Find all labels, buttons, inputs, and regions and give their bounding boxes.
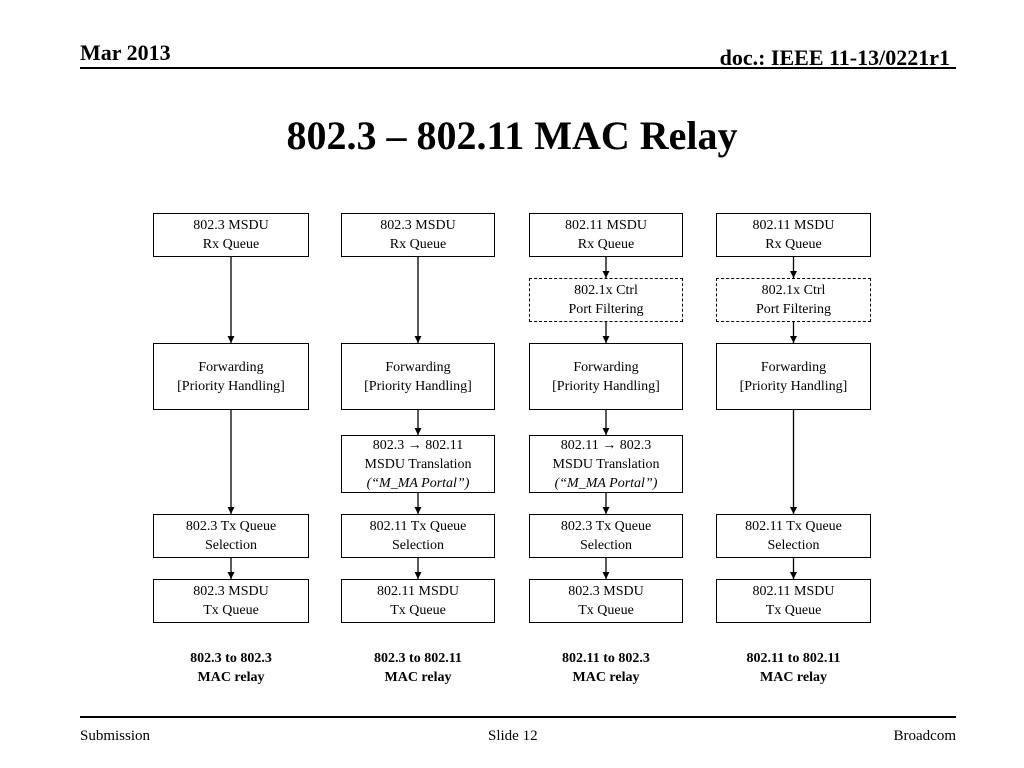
col4-forwarding-line2: [Priority Handling] (739, 378, 848, 394)
col2-tx-selection-line2: Selection (391, 538, 445, 553)
col3-translation-line2: MSDU Translation (552, 456, 660, 472)
col3-port-filter-line1: 802.1x Ctrl (574, 283, 638, 298)
col2-tx-line2: Tx Queue (390, 603, 446, 618)
col1-caption-line1: 802.3 to 802.3 (190, 651, 272, 666)
col3-forwarding-line2: [Priority Handling] (552, 378, 660, 394)
col1-tx-line1: 802.3 MSDU (193, 584, 269, 599)
col4-caption-line2: MAC relay (760, 670, 827, 685)
col4-tx-selection-box: 802.11 Tx Queue Selection (716, 514, 871, 558)
col4-port-filter-line1: 802.1x Ctrl (761, 283, 826, 298)
col4-caption: 802.11 to 802.11 MAC relay (716, 649, 871, 687)
col3-forwarding-line1: Forwarding (573, 359, 639, 375)
col2-forwarding-line2: [Priority Handling] (364, 378, 472, 394)
col1-tx-selection-box: 802.3 Tx Queue Selection (153, 514, 309, 558)
footer-company: Broadcom (893, 728, 956, 744)
col3-tx-selection-line1: 802.3 Tx Queue (560, 519, 652, 534)
col1-forwarding-box: Forwarding [Priority Handling] (153, 343, 309, 410)
footer-divider (80, 716, 956, 718)
col2-tx-queue-box: 802.11 MSDU Tx Queue (341, 579, 495, 623)
col1-rx-line2: Rx Queue (202, 237, 260, 252)
col2-translation-line3: (“M_MA Portal”) (366, 475, 470, 491)
col4-rx-line2: Rx Queue (765, 237, 822, 252)
col4-forwarding-line1: Forwarding (760, 359, 827, 375)
col2-translation-line2: MSDU Translation (364, 456, 472, 472)
col2-tx-selection-line1: 802.11 Tx Queue (369, 519, 467, 534)
col3-rx-line2: Rx Queue (577, 237, 635, 252)
col3-port-filter-line2: Port Filtering (568, 302, 644, 317)
col1-forwarding-line1: Forwarding (198, 359, 264, 375)
col3-caption-line2: MAC relay (572, 670, 640, 685)
col1-tx-selection-line2: Selection (204, 538, 258, 553)
slide-title: 802.3 – 802.11 MAC Relay (286, 113, 738, 158)
col3-port-filter-box: 802.1x Ctrl Port Filtering (529, 278, 683, 322)
header-date: Mar 2013 (80, 40, 171, 65)
col2-translation-line1: 802.3 → 802.11 (372, 437, 464, 453)
col3-rx-queue-box: 802.11 MSDU Rx Queue (529, 213, 683, 257)
col3-forwarding-box: Forwarding [Priority Handling] (529, 343, 683, 410)
col1-tx-line2: Tx Queue (203, 603, 259, 618)
col4-rx-queue-box: 802.11 MSDU Rx Queue (716, 213, 871, 257)
col2-rx-line2: Rx Queue (389, 237, 447, 252)
col2-tx-selection-box: 802.11 Tx Queue Selection (341, 514, 495, 558)
col1-rx-line1: 802.3 MSDU (193, 218, 269, 233)
col2-rx-line1: 802.3 MSDU (380, 218, 456, 233)
col4-port-filter-box: 802.1x Ctrl Port Filtering (716, 278, 871, 322)
col2-caption: 802.3 to 802.11 MAC relay (341, 649, 495, 687)
col4-forwarding-box: Forwarding [Priority Handling] (716, 343, 871, 410)
col4-tx-selection-line2: Selection (767, 538, 820, 553)
col4-rx-line1: 802.11 MSDU (752, 218, 835, 233)
col2-tx-line1: 802.11 MSDU (377, 584, 459, 599)
col2-caption-line1: 802.3 to 802.11 (374, 651, 462, 666)
header-doc-id: doc.: IEEE 11-13/0221r1 (719, 45, 950, 70)
col2-forwarding-line1: Forwarding (385, 359, 451, 375)
col2-forwarding-box: Forwarding [Priority Handling] (341, 343, 495, 410)
footer-slide-number: Slide 12 (488, 728, 538, 744)
col4-port-filter-line2: Port Filtering (755, 302, 832, 317)
col1-forwarding-line2: [Priority Handling] (177, 378, 285, 394)
col2-caption-line2: MAC relay (384, 670, 452, 685)
col1-tx-selection-line1: 802.3 Tx Queue (185, 519, 277, 534)
col3-tx-line2: Tx Queue (578, 603, 634, 618)
col1-caption: 802.3 to 802.3 MAC relay (153, 649, 309, 687)
col3-tx-line1: 802.3 MSDU (568, 584, 644, 599)
col2-translation-box: 802.3 → 802.11 MSDU Translation (“M_MA P… (341, 435, 495, 493)
col3-rx-line1: 802.11 MSDU (565, 218, 647, 233)
col4-caption-line1: 802.11 to 802.11 (746, 651, 841, 666)
col3-translation-line3: (“M_MA Portal”) (554, 475, 658, 491)
footer-submission: Submission (80, 728, 151, 744)
col3-caption-line1: 802.11 to 802.3 (562, 651, 650, 666)
col4-tx-queue-box: 802.11 MSDU Tx Queue (716, 579, 871, 623)
col4-tx-selection-line1: 802.11 Tx Queue (745, 519, 842, 534)
col3-tx-selection-box: 802.3 Tx Queue Selection (529, 514, 683, 558)
col1-caption-line2: MAC relay (197, 670, 265, 685)
col4-tx-line1: 802.11 MSDU (752, 584, 835, 599)
col3-tx-selection-line2: Selection (579, 538, 633, 553)
col1-tx-queue-box: 802.3 MSDU Tx Queue (153, 579, 309, 623)
col2-rx-queue-box: 802.3 MSDU Rx Queue (341, 213, 495, 257)
col1-rx-queue-box: 802.3 MSDU Rx Queue (153, 213, 309, 257)
col3-caption: 802.11 to 802.3 MAC relay (529, 649, 683, 687)
header-divider (80, 67, 956, 69)
col3-translation-box: 802.11 → 802.3 MSDU Translation (“M_MA P… (529, 435, 683, 493)
col3-translation-line1: 802.11 → 802.3 (560, 437, 652, 453)
col3-tx-queue-box: 802.3 MSDU Tx Queue (529, 579, 683, 623)
col4-tx-line2: Tx Queue (765, 603, 822, 618)
